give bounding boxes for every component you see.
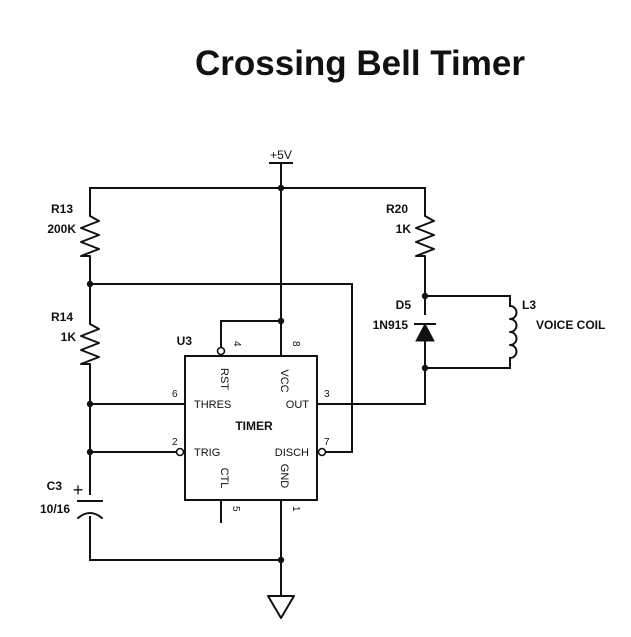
junction-dot [421,292,429,300]
ground-symbol [267,595,295,619]
r14-ref: R14 [51,310,73,324]
junction-dot [277,317,285,325]
pin-num-3: 3 [324,389,330,400]
u3-ref: U3 [177,334,193,348]
pin-name-disch: DISCH [275,447,309,459]
d5-value: 1N915 [373,318,409,332]
rst-bubble [216,346,226,356]
pin-num-1: 1 [290,506,301,512]
supply-label: +5V [270,148,292,162]
timer-ic-u3: U3 TIMER RST VCC THRES OUT TRIG DISCH CT… [172,334,330,512]
wires [89,187,511,597]
ic-name: TIMER [235,419,273,433]
disch-bubble [317,447,327,457]
junctions [86,184,429,564]
pin-num-6: 6 [172,389,178,400]
junction-dot [277,556,285,564]
pin-name-vcc: VCC [278,369,290,392]
c3-value: 10/16 [40,502,70,516]
diagram-title: Crossing Bell Timer [195,44,525,83]
r14-value: 1K [61,330,77,344]
r20-value: 1K [396,222,412,236]
pin-num-4: 4 [231,341,242,347]
l3-value: VOICE COIL [536,318,605,332]
r20-ref: R20 [386,202,408,216]
pin-name-out: OUT [286,399,310,411]
l3-ref: L3 [522,298,536,312]
ic-body [184,355,318,501]
junction-dot [86,448,94,456]
pin-num-7: 7 [324,437,330,448]
junction-dot [277,184,285,192]
junction-dot [86,400,94,408]
c3-ref: C3 [47,479,63,493]
pin-name-gnd: GND [278,464,290,489]
resistor-r14: R14 1K [51,310,100,371]
pin-name-trig: TRIG [194,447,220,459]
supply-5v: +5V [269,148,293,189]
pin-name-ctl: CTL [218,468,230,489]
trig-bubble [175,447,185,457]
junction-dot [86,280,94,288]
pin-name-rst: RST [218,368,230,390]
junction-dot [421,364,429,372]
c3-polarity-plus: + [73,480,84,500]
capacitor-c3: C3 10/16 + [40,479,103,519]
pin-num-8: 8 [290,341,301,347]
pin-name-thres: THRES [194,399,231,411]
diode-d5: D5 1N915 [373,298,436,342]
resistor-r20: R20 1K [386,202,435,263]
pin-num-2: 2 [172,437,178,448]
d5-ref: D5 [396,298,412,312]
resistor-r13: R13 200K [47,202,100,263]
r13-ref: R13 [51,202,73,216]
inductor-l3: L3 VOICE COIL [509,298,605,359]
pin-num-5: 5 [230,506,241,512]
r13-value: 200K [47,222,76,236]
